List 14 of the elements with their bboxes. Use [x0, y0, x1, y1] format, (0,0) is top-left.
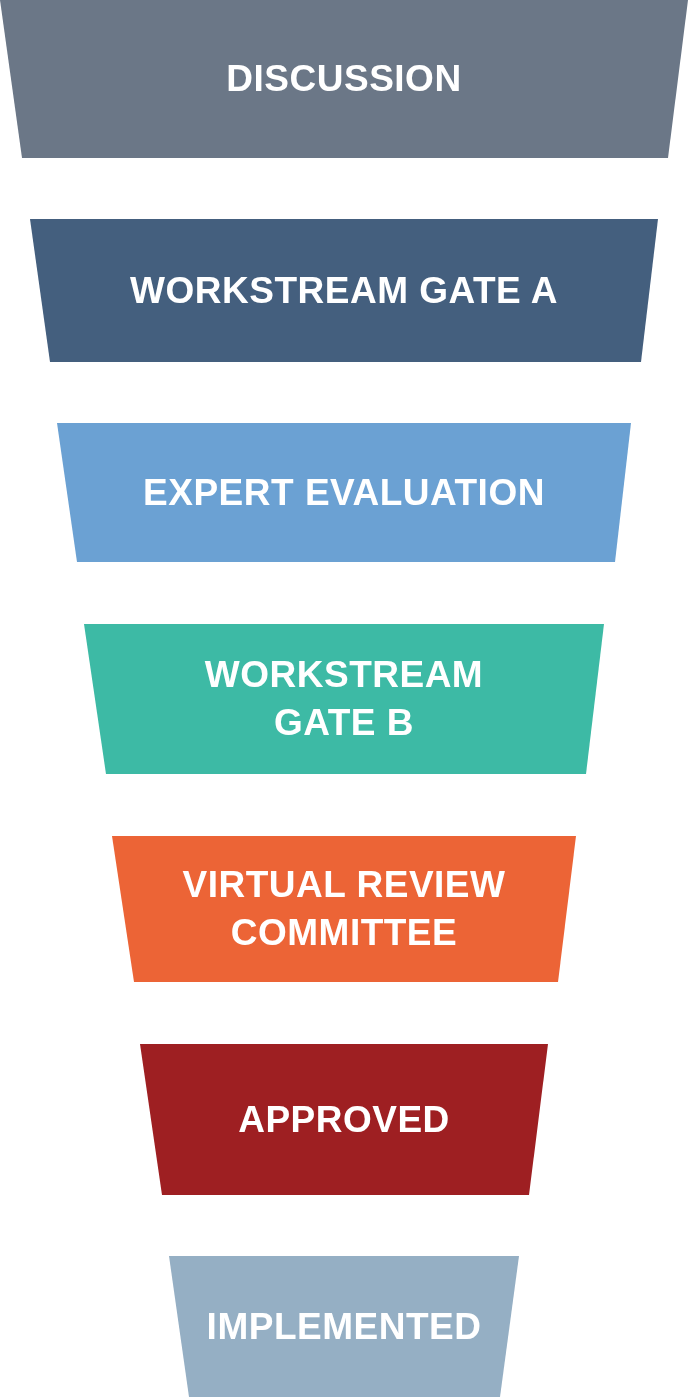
- stage-label: VIRTUAL REVIEW COMMITTEE: [181, 863, 507, 955]
- stage-label: IMPLEMENTED: [206, 1304, 482, 1349]
- stage-label: APPROVED: [238, 1097, 450, 1142]
- stage-label: WORKSTREAM GATE B: [203, 653, 485, 745]
- funnel-stage: [84, 624, 604, 774]
- funnel-stage: [57, 423, 631, 562]
- stage-label: WORKSTREAM GATE A: [130, 268, 558, 313]
- funnel-stage: [0, 0, 688, 158]
- funnel-stage: [112, 836, 576, 982]
- funnel-stage: [30, 219, 658, 362]
- stage-label: DISCUSSION: [226, 57, 462, 101]
- funnel-stage: [140, 1044, 548, 1195]
- funnel-stage: [169, 1256, 519, 1397]
- stage-label: EXPERT EVALUATION: [143, 470, 545, 515]
